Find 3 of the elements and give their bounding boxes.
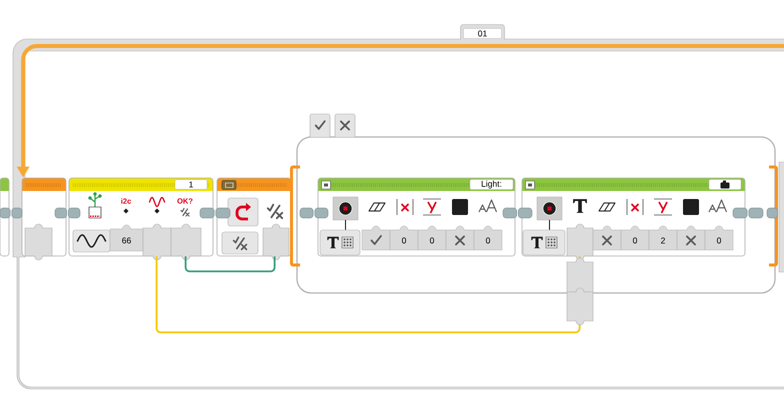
name-tab: 01: [460, 24, 505, 40]
header-field: Light:: [470, 179, 514, 190]
header-field: 1: [174, 180, 208, 190]
